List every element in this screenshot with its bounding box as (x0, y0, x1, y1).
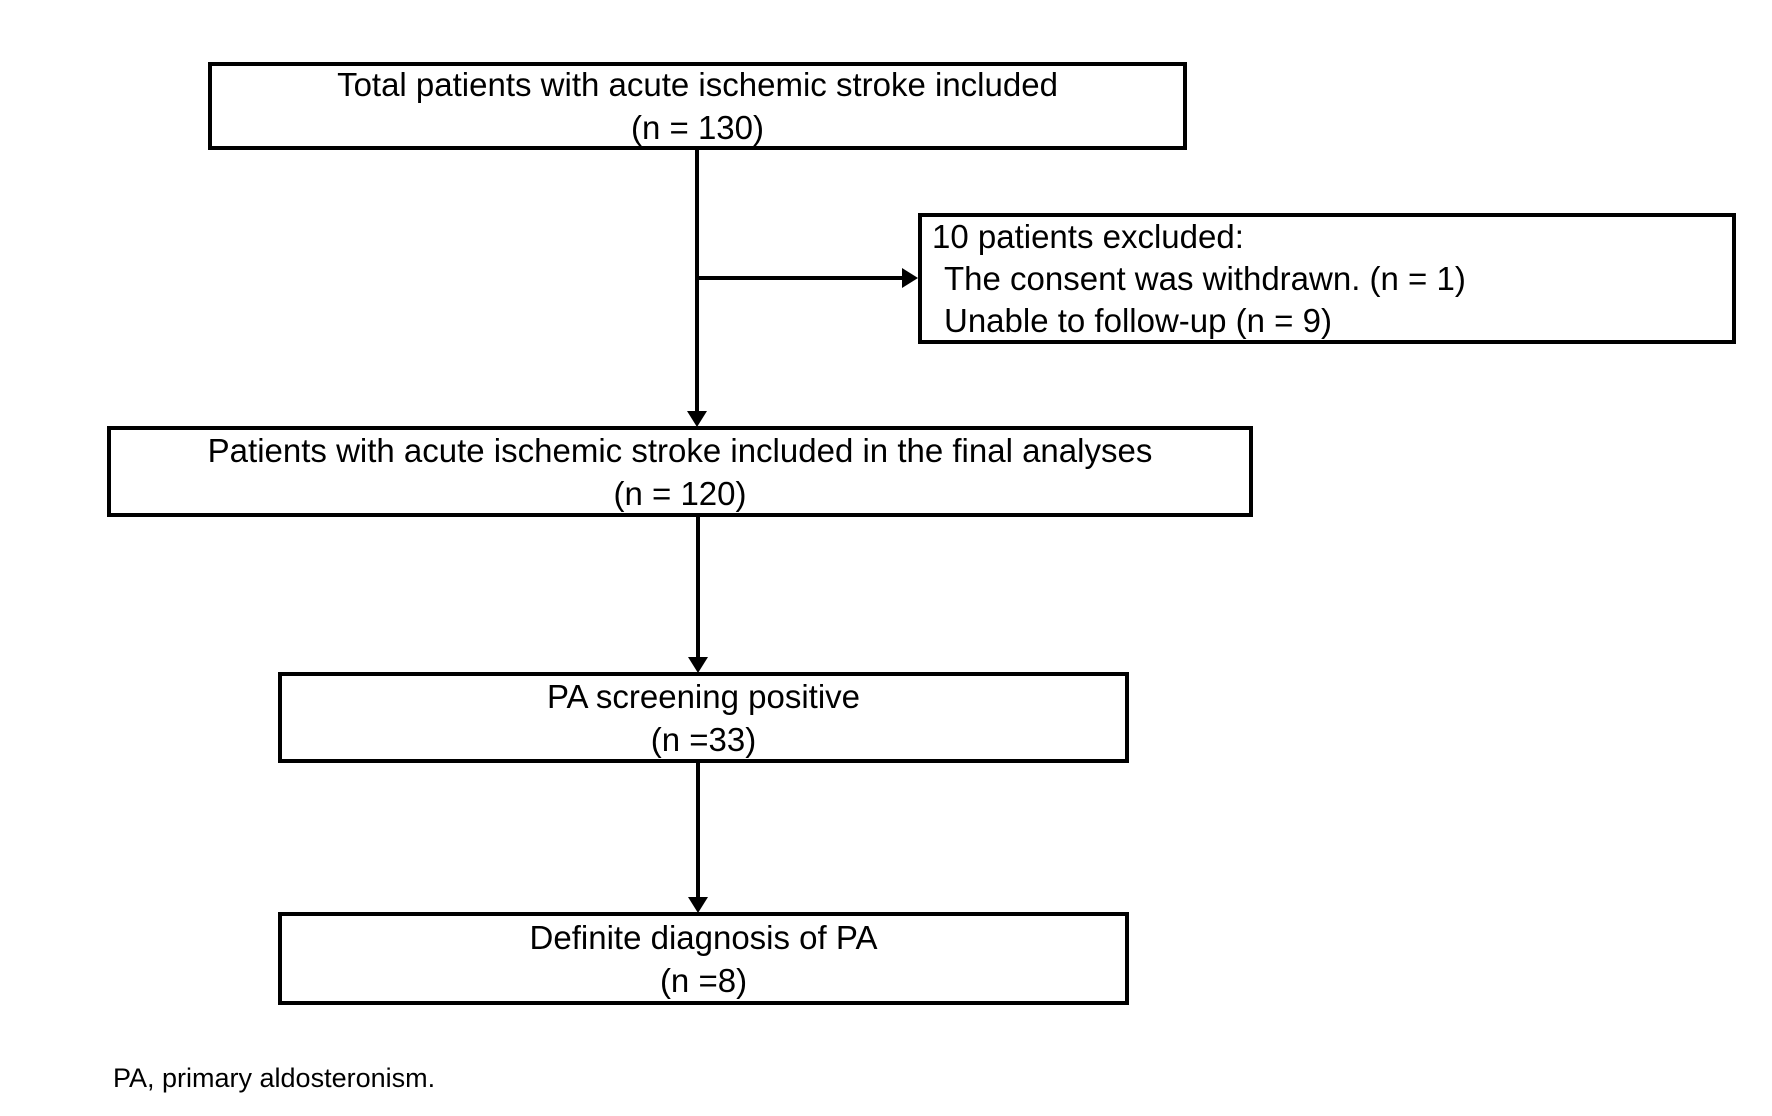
arrow-final-to-screening-line (696, 517, 700, 657)
node-pa-screening-positive: PA screening positive (n =33) (278, 672, 1129, 763)
arrowhead-down-icon (688, 897, 708, 913)
node-total-patients-count: (n = 130) (631, 109, 764, 146)
footnote-abbreviation: PA, primary aldosteronism. (113, 1063, 436, 1093)
node-excluded-reason-followup: Unable to follow-up (n = 9) (944, 301, 1332, 339)
arrow-branch-to-excluded-line (697, 276, 903, 280)
node-pa-screening-label: PA screening positive (546, 677, 861, 715)
node-final-analyses-count: (n = 120) (613, 474, 747, 512)
node-excluded-patients: 10 patients excluded: The consent was wi… (918, 213, 1736, 344)
node-definite-diagnosis-label: Definite diagnosis of PA (529, 918, 878, 956)
arrowhead-down-icon (687, 411, 707, 427)
node-final-analyses: Patients with acute ischemic stroke incl… (107, 426, 1253, 517)
node-total-patients-label: Total patients with acute ischemic strok… (337, 66, 1058, 103)
arrowhead-right-icon (902, 268, 918, 288)
arrow-total-to-final-line (695, 150, 699, 411)
node-excluded-header: 10 patients excluded: (932, 217, 1244, 255)
node-excluded-reason-consent: The consent was withdrawn. (n = 1) (944, 259, 1466, 297)
node-pa-screening-count: (n =33) (650, 720, 757, 758)
node-definite-diagnosis-count: (n =8) (659, 961, 748, 999)
node-definite-diagnosis-pa: Definite diagnosis of PA (n =8) (278, 912, 1129, 1005)
node-total-patients: Total patients with acute ischemic strok… (208, 62, 1187, 150)
node-final-analyses-label: Patients with acute ischemic stroke incl… (207, 431, 1153, 469)
arrow-screening-to-diagnosis-line (696, 763, 700, 897)
arrowhead-down-icon (688, 657, 708, 673)
